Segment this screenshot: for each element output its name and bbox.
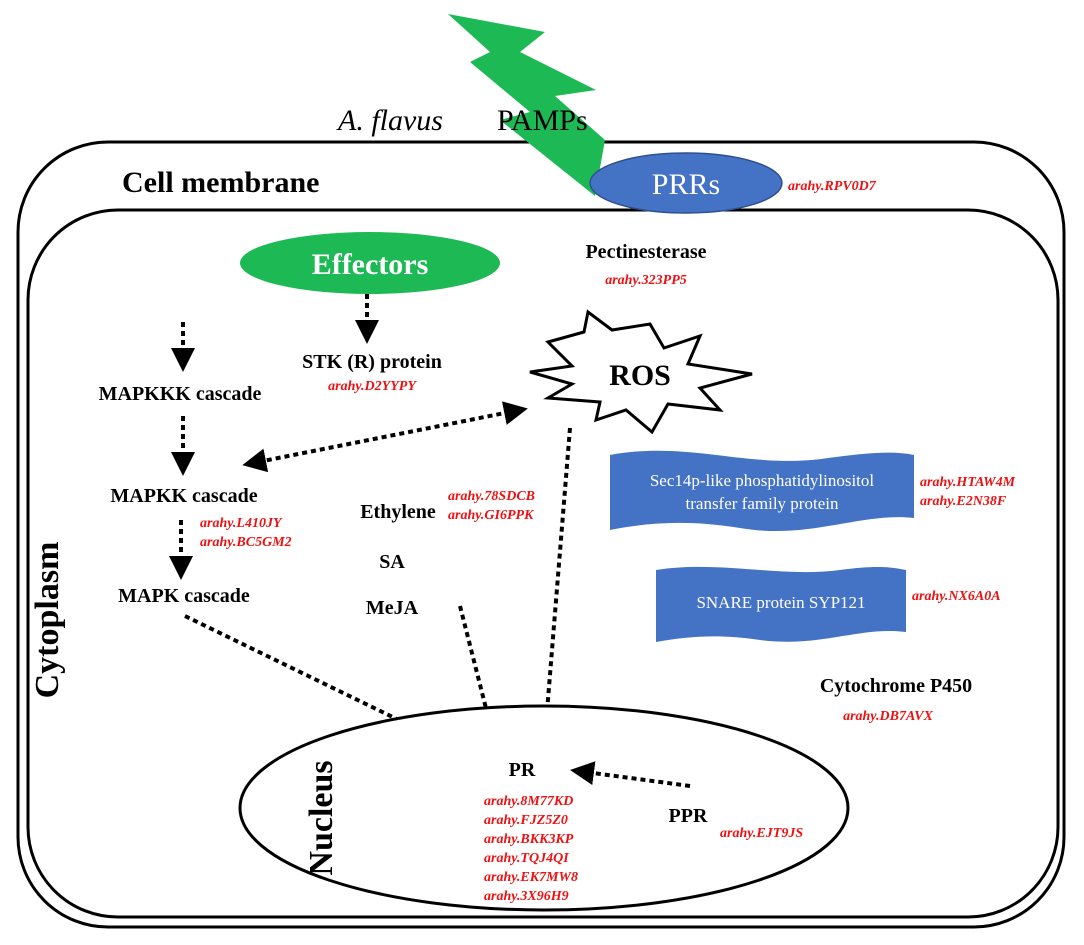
pr-gene-2: arahy.FJZ5Z0 [484, 813, 568, 828]
pathogen-name: A. flavus [336, 104, 443, 137]
sec14-protein-shape [610, 450, 914, 532]
cell-membrane-label: Cell membrane [122, 166, 319, 199]
cytoplasm-outline [26, 208, 1060, 919]
meja-label: MeJA [366, 597, 419, 619]
pectinesterase-gene: arahy.323PP5 [605, 273, 687, 288]
pr-gene-6: arahy.3X96H9 [484, 889, 569, 904]
lightning-bolt-icon [448, 14, 605, 196]
arrow-mapk-to-pr [184, 614, 452, 746]
pr-gene-3: arahy.BKK3KP [484, 832, 574, 847]
nucleus-outline [238, 704, 850, 912]
arrow-ros-to-pr [535, 427, 572, 732]
ppr-gene: arahy.EJT9JS [720, 826, 803, 841]
sec14-label-line2: transfer family protein [686, 494, 839, 513]
nucleus-label: Nucleus [303, 760, 340, 875]
sec14-gene-1: arahy.HTAW4M [920, 475, 1016, 490]
snare-label: SNARE protein SYP121 [696, 593, 865, 612]
prrs-receptor [589, 152, 783, 214]
snare-protein-shape [656, 566, 906, 642]
pr-gene-4: arahy.TQJ4QI [484, 851, 569, 866]
prrs-label: PRRs [652, 168, 720, 201]
cytochrome-gene: arahy.DB7AVX [843, 709, 934, 724]
ros-burst-icon [529, 309, 753, 435]
prrs-gene: arahy.RPV0D7 [788, 179, 877, 194]
sec14-gene-2: arahy.E2N38F [920, 494, 1007, 509]
cytochrome-label: Cytochrome P450 [820, 675, 972, 697]
mapkk-label: MAPKK cascade [110, 485, 257, 507]
stk-gene: arahy.D2YYPY [328, 379, 417, 394]
ppr-label: PPR [669, 805, 708, 827]
pr-gene-5: arahy.EK7MW8 [484, 870, 578, 885]
pr-label: PR [509, 759, 536, 781]
arrow-ppr-to-pr [570, 761, 691, 788]
sa-label: SA [379, 551, 405, 573]
pamps-label: PAMPs [497, 104, 588, 137]
mapkk-gene-1: arahy.L410JY [200, 516, 283, 531]
mapkk-gene-2: arahy.BC5GM2 [200, 535, 292, 550]
mapk-label: MAPK cascade [118, 585, 250, 607]
mapkkk-label: MAPKKK cascade [99, 383, 262, 405]
stk-label: STK (R) protein [302, 351, 442, 373]
pectinesterase-label: Pectinesterase [585, 241, 706, 263]
ethylene-label: Ethylene [360, 501, 436, 523]
ethylene-gene-1: arahy.78SDCB [448, 489, 535, 504]
pr-gene-1: arahy.8M77KD [484, 794, 573, 809]
effectors-label: Effectors [312, 248, 429, 281]
arrow-meja-to-pr [458, 605, 498, 732]
ethylene-gene-2: arahy.GI6PPK [448, 508, 535, 523]
effectors-node [240, 232, 500, 294]
sec14-label-line1: Sec14p-like phosphatidylinositol [650, 471, 875, 490]
snare-gene: arahy.NX6A0A [912, 589, 1001, 604]
ros-label: ROS [609, 359, 671, 392]
cytoplasm-label: Cytoplasm [29, 542, 66, 699]
